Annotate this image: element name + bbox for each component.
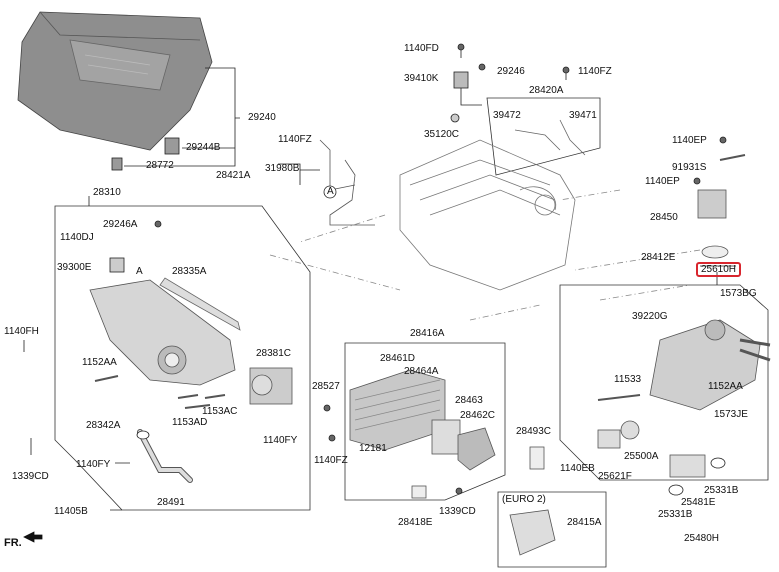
egr-valve-28450	[697, 189, 727, 219]
label-28772: 28772	[146, 160, 174, 171]
label-28463: 28463	[455, 395, 483, 406]
label-25481e: 25481E	[681, 497, 716, 508]
label-euro2: (EURO 2)	[502, 494, 546, 505]
front-direction-label: FR.	[4, 537, 22, 549]
label-1573je: 1573JE	[714, 409, 748, 420]
label-28450: 28450	[650, 212, 678, 223]
label-25610h-highlighted: 25610H	[696, 262, 742, 277]
label-28491: 28491	[157, 497, 185, 508]
label-1573bg: 1573BG	[720, 288, 757, 299]
label-1140fz-mid: 1140FZ	[278, 134, 312, 145]
label-25480h: 25480H	[684, 533, 720, 544]
label-11405b: 11405B	[54, 506, 88, 517]
label-1140ep-mid: 1140EP	[645, 176, 680, 187]
label-1153ad: 1153AD	[172, 417, 208, 428]
label-39471: 39471	[569, 110, 597, 121]
label-29246: 29246	[497, 66, 525, 77]
label-1140fh: 1140FH	[4, 326, 39, 337]
engine-block	[399, 139, 576, 291]
label-28527: 28527	[312, 381, 340, 392]
label-25621f: 25621F	[598, 471, 632, 482]
label-28461d: 28461D	[380, 353, 416, 364]
label-28381c: 28381C	[256, 348, 292, 359]
label-12181: 12181	[359, 443, 387, 454]
label-1140fy-right: 1140FY	[263, 435, 298, 446]
label-29246a: 29246A	[103, 219, 138, 230]
label-28342a: 28342A	[86, 420, 121, 431]
label-1339cd-left: 1339CD	[12, 471, 49, 482]
label-39220g: 39220G	[632, 311, 668, 322]
engine-cover	[17, 11, 213, 151]
gasket-28463	[431, 419, 461, 455]
label-31980b: 31980B	[265, 163, 300, 174]
label-28416a: 28416A	[410, 328, 445, 339]
label-1339cd-mid: 1339CD	[439, 506, 476, 517]
label-28421a: 28421A	[216, 170, 251, 181]
label-28335a: 28335A	[172, 266, 207, 277]
label-28462c: 28462C	[460, 410, 496, 421]
label-29244b: 29244B	[186, 142, 221, 153]
label-28420a: 28420A	[529, 85, 564, 96]
cover-grommet	[164, 137, 180, 155]
label-1153ac: 1153AC	[202, 406, 238, 417]
label-1140fz-low: 1140FZ	[314, 455, 348, 466]
label-28464a: 28464A	[404, 366, 439, 377]
label-1140ep-top: 1140EP	[672, 135, 707, 146]
cover-mount	[111, 157, 123, 171]
label-1140fz-top: 1140FZ	[578, 66, 612, 77]
intake-manifold	[89, 279, 236, 386]
label-1140fd: 1140FD	[404, 43, 439, 54]
label-1140dj: 1140DJ	[60, 232, 94, 243]
label-1140fy-left: 1140FY	[76, 459, 111, 470]
label-1152aa-left: 1152AA	[82, 357, 117, 368]
label-1140eb: 1140EB	[560, 463, 595, 474]
label-28418e: 28418E	[398, 517, 433, 528]
label-29240: 29240	[248, 112, 276, 123]
label-39300e: 39300E	[57, 262, 92, 273]
water-outlet	[649, 319, 771, 411]
sensor-39300e	[109, 257, 125, 273]
ref-a-upper: A	[327, 186, 334, 197]
label-28493c: 28493C	[516, 426, 552, 437]
label-39472: 39472	[493, 110, 521, 121]
sensor-39410k	[453, 71, 469, 89]
egr-cooler	[349, 369, 446, 451]
label-28310: 28310	[93, 187, 121, 198]
label-91931s: 91931S	[672, 162, 707, 173]
label-25500a: 25500A	[624, 451, 659, 462]
label-25331b-left: 25331B	[658, 509, 693, 520]
label-28415a: 28415A	[567, 517, 602, 528]
label-11533: 11533	[614, 374, 642, 385]
label-28412e: 28412E	[641, 252, 676, 263]
label-39410k: 39410K	[404, 73, 439, 84]
label-1152aa-right: 1152AA	[708, 381, 743, 392]
label-25331b-right: 25331B	[704, 485, 739, 496]
label-35120c: 35120C	[424, 129, 460, 140]
ref-a-lower: A	[136, 266, 143, 277]
